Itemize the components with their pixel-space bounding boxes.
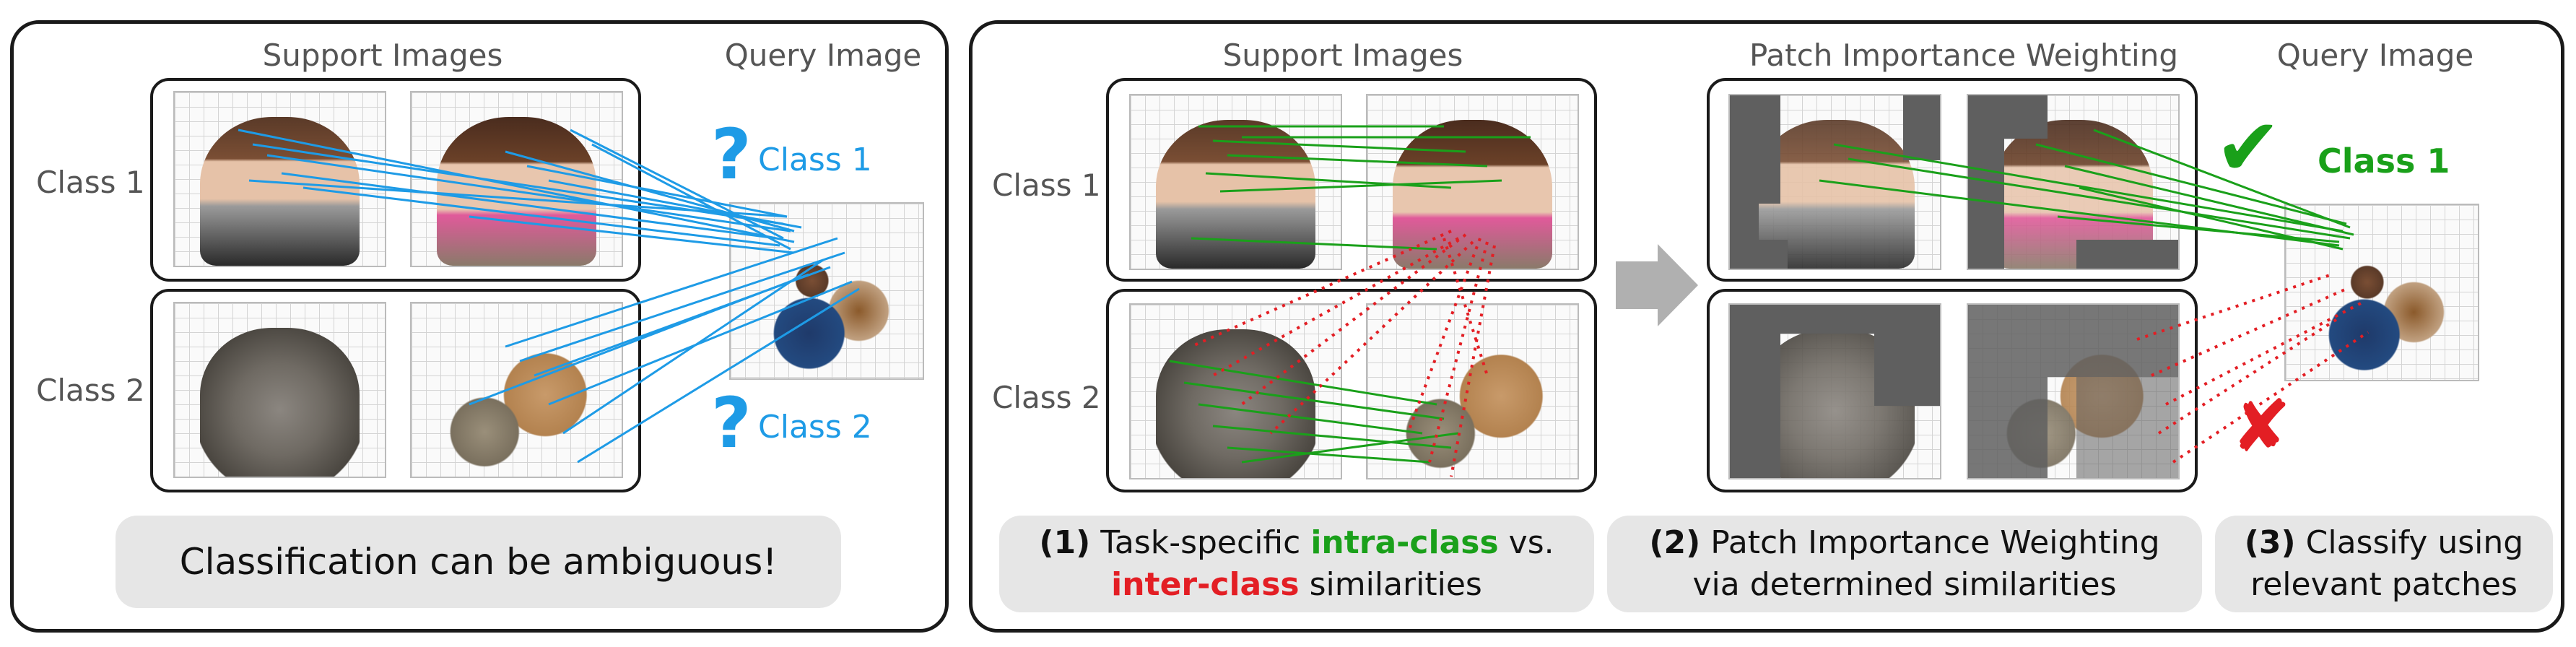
- step3-text-b: relevant patches: [2250, 566, 2518, 603]
- step1-text-c: similarities: [1309, 566, 1482, 603]
- right-result-class: Class 1: [2318, 142, 2450, 181]
- step3-box: (3) Classify using relevant patches: [2215, 516, 2553, 612]
- right-query-header: Query Image: [2276, 38, 2474, 73]
- question-mark-icon: ?: [711, 114, 752, 195]
- question-mark-icon: ?: [711, 383, 752, 464]
- step1-inter: inter-class: [1111, 566, 1300, 603]
- left-caption-text: Classification can be ambiguous!: [179, 541, 778, 583]
- right-class1-label: Class 1: [992, 168, 1101, 203]
- step1-intra: intra-class: [1310, 524, 1499, 561]
- cross-icon: ✘: [2231, 384, 2292, 469]
- left-class1-label: Class 1: [36, 165, 145, 200]
- right-weighting-header: Patch Importance Weighting: [1749, 38, 2178, 73]
- weighted-cat: [1728, 303, 1941, 479]
- left-support-header: Support Images: [262, 38, 503, 73]
- left-support-cat: [173, 302, 386, 478]
- left-query-class2-option: Class 2: [758, 409, 872, 446]
- right-support-header: Support Images: [1222, 38, 1463, 73]
- right-class2-label: Class 2: [992, 380, 1101, 415]
- step2-number: (2): [1649, 524, 1701, 561]
- step2-line1: (2) Patch Importance Weighting: [1649, 522, 2159, 564]
- left-query-class1-option: Class 1: [758, 142, 872, 178]
- weighted-woman-1: [1728, 94, 1941, 270]
- step1-box: (1) Task-specific intra-class vs. inter-…: [999, 516, 1594, 612]
- step2-text-a: Patch Importance Weighting: [1710, 524, 2160, 561]
- step1-text-a: Task-specific: [1100, 524, 1301, 561]
- step3-line1: (3) Classify using: [2245, 522, 2523, 564]
- step1-line1: (1) Task-specific intra-class vs.: [1039, 522, 1554, 564]
- weighted-cat-dog: [1967, 303, 2180, 479]
- step1-text-b: vs.: [1508, 524, 1554, 561]
- right-support-cat-dog: [1366, 303, 1579, 479]
- left-class2-label: Class 2: [36, 373, 145, 408]
- left-query-header: Query Image: [724, 38, 922, 73]
- left-support-cat-dog: [410, 302, 623, 478]
- step3-number: (3): [2244, 524, 2296, 561]
- right-support-cat: [1129, 303, 1342, 479]
- left-caption-box: Classification can be ambiguous!: [116, 516, 841, 608]
- step3-text-a: Classify using: [2305, 524, 2524, 561]
- left-support-woman-1: [173, 91, 386, 267]
- step1-number: (1): [1039, 524, 1091, 561]
- step2-box: (2) Patch Importance Weighting via deter…: [1607, 516, 2202, 612]
- step1-line2: inter-class similarities: [1111, 564, 1482, 606]
- check-icon: ✔: [2215, 101, 2282, 194]
- step2-text-b: via determined similarities: [1692, 566, 2117, 603]
